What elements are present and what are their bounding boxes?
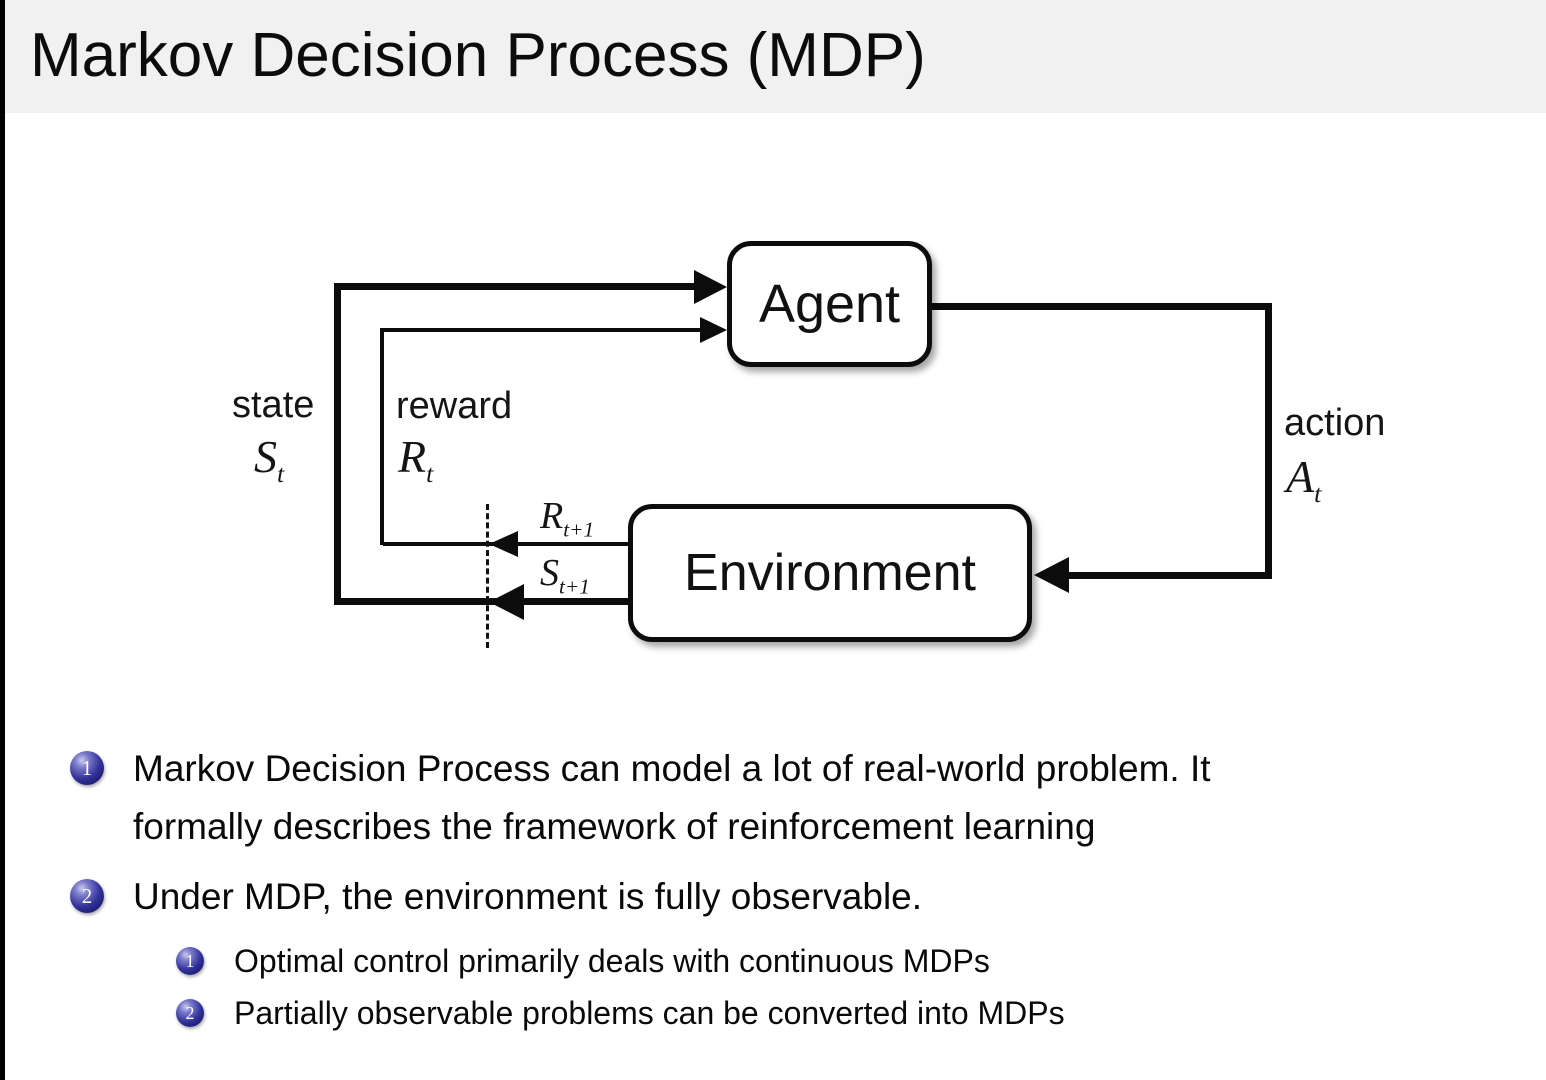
state-next-symbol: S xyxy=(540,552,559,594)
title-band xyxy=(0,0,1546,113)
action-subscript: t xyxy=(1314,479,1322,509)
environment-label: Environment xyxy=(684,544,976,602)
reward-symbol: R xyxy=(398,431,427,482)
reward-next-label: Rt+1 xyxy=(540,494,594,540)
sub-bullet-1-marker: 1 xyxy=(176,947,204,975)
state-line-vertical xyxy=(334,283,341,605)
bullet-1-marker: 1 xyxy=(70,751,104,785)
reward-next-symbol: R xyxy=(540,495,564,537)
reward-subscript: t xyxy=(426,459,434,489)
slide-title: Markov Decision Process (MDP) xyxy=(30,21,926,90)
reward-line-top xyxy=(380,328,700,332)
state-subscript: t xyxy=(277,459,285,489)
reward-symbol-label: Rt xyxy=(398,430,433,487)
environment-node: Environment xyxy=(628,504,1032,642)
action-word-label: action xyxy=(1284,402,1386,444)
bullet-2-marker: 2 xyxy=(70,879,104,913)
agent-label: Agent xyxy=(758,274,901,334)
bullet-1-line-1: Markov Decision Process can model a lot … xyxy=(133,748,1211,789)
state-to-agent-arrowhead-icon xyxy=(694,270,727,304)
state-next-line xyxy=(334,598,630,605)
action-line-top xyxy=(932,303,1272,310)
sub-bullet-2-marker: 2 xyxy=(176,999,204,1027)
sub-bullet-2-text: Partially observable problems can be con… xyxy=(234,995,1065,1031)
reward-word-label: reward xyxy=(396,385,513,427)
reward-line-vertical xyxy=(380,328,384,545)
action-line-vertical xyxy=(1265,303,1272,579)
reward-next-subscript: t+1 xyxy=(563,517,595,542)
timestep-boundary-dashed-line xyxy=(486,504,489,648)
action-symbol: A xyxy=(1286,451,1315,502)
action-symbol-label: At xyxy=(1286,450,1321,507)
state-word-label: state xyxy=(232,384,315,426)
window-left-edge xyxy=(0,0,5,1080)
state-next-arrowhead-icon xyxy=(489,584,524,620)
reward-next-arrowhead-icon xyxy=(489,531,518,557)
action-to-environment-arrowhead-icon xyxy=(1034,557,1069,593)
state-next-subscript: t+1 xyxy=(559,574,590,599)
state-next-label: St+1 xyxy=(540,551,590,597)
reward-to-agent-arrowhead-icon xyxy=(700,317,727,343)
state-symbol: S xyxy=(254,431,277,482)
sub-bullet-1-text: Optimal control primarily deals with con… xyxy=(234,943,990,979)
action-line-bottom xyxy=(1069,572,1272,579)
bullet-1-line-2: formally describes the framework of rein… xyxy=(133,806,1096,847)
state-symbol-label: St xyxy=(254,430,284,487)
agent-node: Agent xyxy=(727,241,932,367)
state-line-top xyxy=(334,283,696,290)
bullet-2-line-1: Under MDP, the environment is fully obse… xyxy=(133,876,923,917)
